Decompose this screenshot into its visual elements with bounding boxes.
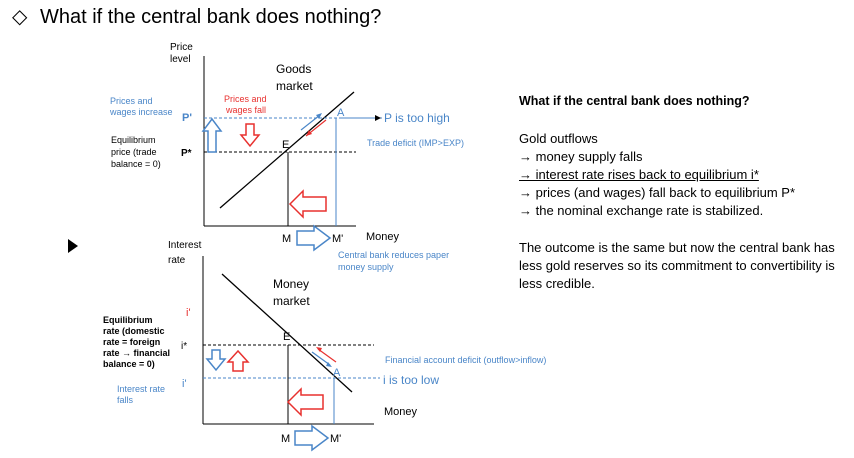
goods-red-arrowhead (306, 130, 312, 136)
i-prime-top-label: i' (186, 307, 191, 319)
goods-left-black-label-1: Equilibrium (111, 135, 156, 145)
i-too-low-label: i is too low (383, 373, 439, 387)
goods-blue-movement-arrow (300, 114, 321, 131)
money-market-label-2: market (273, 294, 310, 308)
money-point-e: E (283, 331, 290, 343)
explanation-panel: What if the central bank does nothing? G… (519, 92, 849, 293)
down-arrow-icon (239, 123, 261, 148)
money-market-chart: Interest rate Money market i' i* i' Equi… (103, 240, 546, 452)
i-prime-bottom-label: i' (182, 378, 187, 390)
goods-left-black-label-3: balance = 0) (111, 159, 161, 169)
p-too-high-label: P is too high (384, 111, 450, 125)
goods-m-prime-label: M' (332, 233, 343, 245)
diamond-icon: ◇ (12, 6, 28, 28)
goods-m-label: M (282, 233, 291, 245)
money-m-label: M (281, 433, 290, 445)
bullet-exchange-rate: → the nominal exchange rate is stabilize… (519, 203, 764, 218)
goods-axis-y-label-2: level (170, 54, 191, 65)
money-blue-arrowhead (326, 362, 332, 367)
up-arrow-icon (201, 117, 223, 153)
money-market-label-1: Money (273, 277, 309, 291)
money-red-movement-arrow (317, 348, 337, 363)
p-prime-label: P' (182, 112, 192, 124)
money-curve (221, 273, 353, 393)
explanation-heading: What if the central bank does nothing? (519, 94, 750, 108)
outcome-text: The outcome is the same but now the cent… (519, 240, 835, 291)
trade-deficit-label: Trade deficit (IMP>EXP) (367, 138, 464, 148)
left-arrow-icon (286, 387, 324, 417)
goods-point-a: A (337, 107, 345, 119)
slide-title: ◇ What if the central bank does nothing? (12, 4, 381, 29)
financial-deficit-label: Financial account deficit (outflow>inflo… (385, 355, 546, 365)
money-left-black-label-1: Equilibrium (103, 315, 153, 325)
left-arrow-icon (288, 189, 327, 219)
goods-point-e: E (282, 139, 289, 151)
goods-left-black-label-2: price (trade (111, 147, 157, 157)
bullet-money-supply: → money supply falls (519, 149, 643, 164)
cb-reduces-label-1: Central bank reduces paper (338, 250, 449, 260)
gold-outflows-text: Gold outflows (519, 131, 598, 146)
goods-red-label-1: Prices and (224, 94, 267, 104)
cb-reduces-label-2: money supply (338, 262, 394, 272)
goods-market-label-2: market (276, 79, 313, 93)
money-left-blue-label-1: Interest rate (117, 384, 165, 394)
right-arrow-icon (296, 224, 332, 252)
money-left-black-label-3: rate = foreign (103, 337, 160, 347)
money-left-black-label-2: rate (domestic (103, 326, 165, 336)
p-star-label: P* (181, 148, 192, 159)
money-left-blue-label-2: falls (117, 395, 134, 405)
right-arrow-icon (294, 424, 330, 452)
money-axis-y-label-2: rate (168, 255, 186, 266)
money-x-axis-label: Money (384, 406, 418, 418)
i-star-label: i* (181, 341, 187, 352)
money-red-arrowhead (316, 347, 322, 352)
money-left-black-label-4: rate → financial (103, 348, 170, 358)
money-blue-movement-arrow (311, 351, 331, 366)
down-arrow-icon (205, 349, 227, 372)
money-axis-y-label-1: Interest (168, 240, 202, 251)
goods-axis-y-label-1: Price (170, 42, 193, 53)
goods-red-label-2: wages fall (225, 105, 266, 115)
bullet-interest-rate: → interest rate rises back to equilibriu… (519, 167, 759, 182)
goods-blue-arrowhead (316, 113, 322, 119)
goods-left-blue-label-2: wages increase (109, 107, 173, 117)
money-left-black-label-5: balance = 0) (103, 359, 155, 369)
goods-left-blue-label-1: Prices and (110, 96, 153, 106)
goods-curve (219, 91, 355, 209)
up-arrow-icon (226, 349, 250, 372)
bullet-prices: → prices (and wages) fall back to equili… (519, 185, 796, 200)
goods-market-chart: Price level Goods market P' P* Prices an… (109, 42, 464, 272)
goods-market-label-1: Goods (276, 62, 311, 76)
goods-x-axis-label: Money (366, 231, 400, 243)
money-point-a: A (333, 367, 341, 379)
money-m-prime-label: M' (330, 433, 341, 445)
title-text: What if the central bank does nothing? (40, 6, 382, 28)
play-icon[interactable] (68, 239, 78, 253)
